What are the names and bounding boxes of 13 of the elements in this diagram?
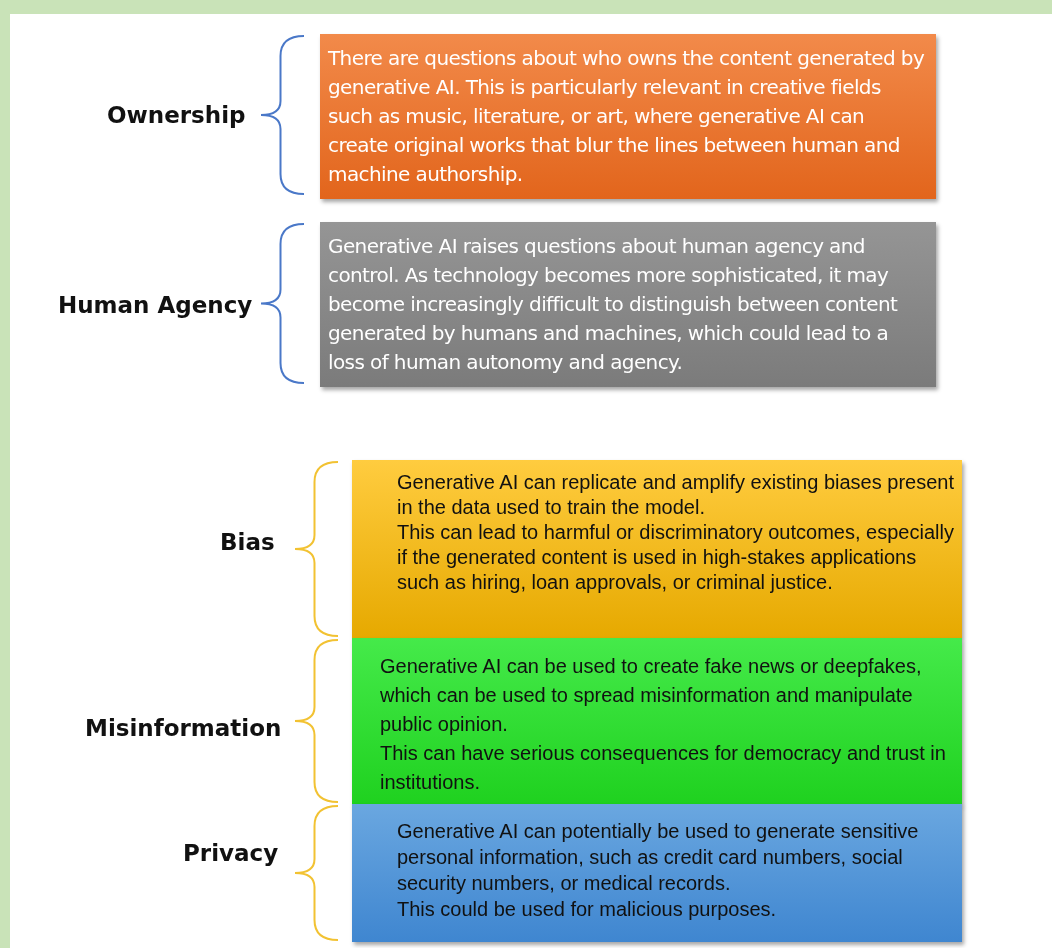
description-text: Generative AI raises questions about human agency and control. As technology becomes more sophisticated, it may become increasingly difficult to distinguish between content generated by humans and machines, which could lead to a loss of human autonomy and agency. <box>328 233 899 376</box>
description-text: This can lead to harmful or discriminatory outcomes, especially if the generated content is used in high-stakes applications such as hiring, loan approvals, or criminal justice. <box>397 520 954 595</box>
description-text: There are questions about who owns the content generated by generative AI. This is particularly relevant in creative fields such as music, literature, or art, where generative AI can create original works that blur the lines between human and machine authorship. <box>328 45 926 188</box>
description-text: Generative AI can replicate and amplify existing biases present in the data used to train the model. <box>397 470 954 520</box>
category-heading: Privacy <box>183 840 279 866</box>
category-heading: Human Agency <box>58 292 253 318</box>
description-text: Generative AI can be used to create fake news or deepfakes, which can be used to spread misinformation and manipulate public opinion. <box>380 654 923 737</box>
description-text: Generative AI can potentially be used to generate sensitive personal information, such as credit card numbers, social security numbers, or medical records. <box>397 819 920 896</box>
category-heading: Bias <box>220 529 275 555</box>
description-text: This could be used for malicious purposes. <box>397 897 778 922</box>
description-text: This can have serious consequences for democracy and trust in institutions. <box>380 741 947 795</box>
category-heading: Ownership <box>107 102 246 128</box>
category-heading: Misinformation <box>85 715 282 741</box>
